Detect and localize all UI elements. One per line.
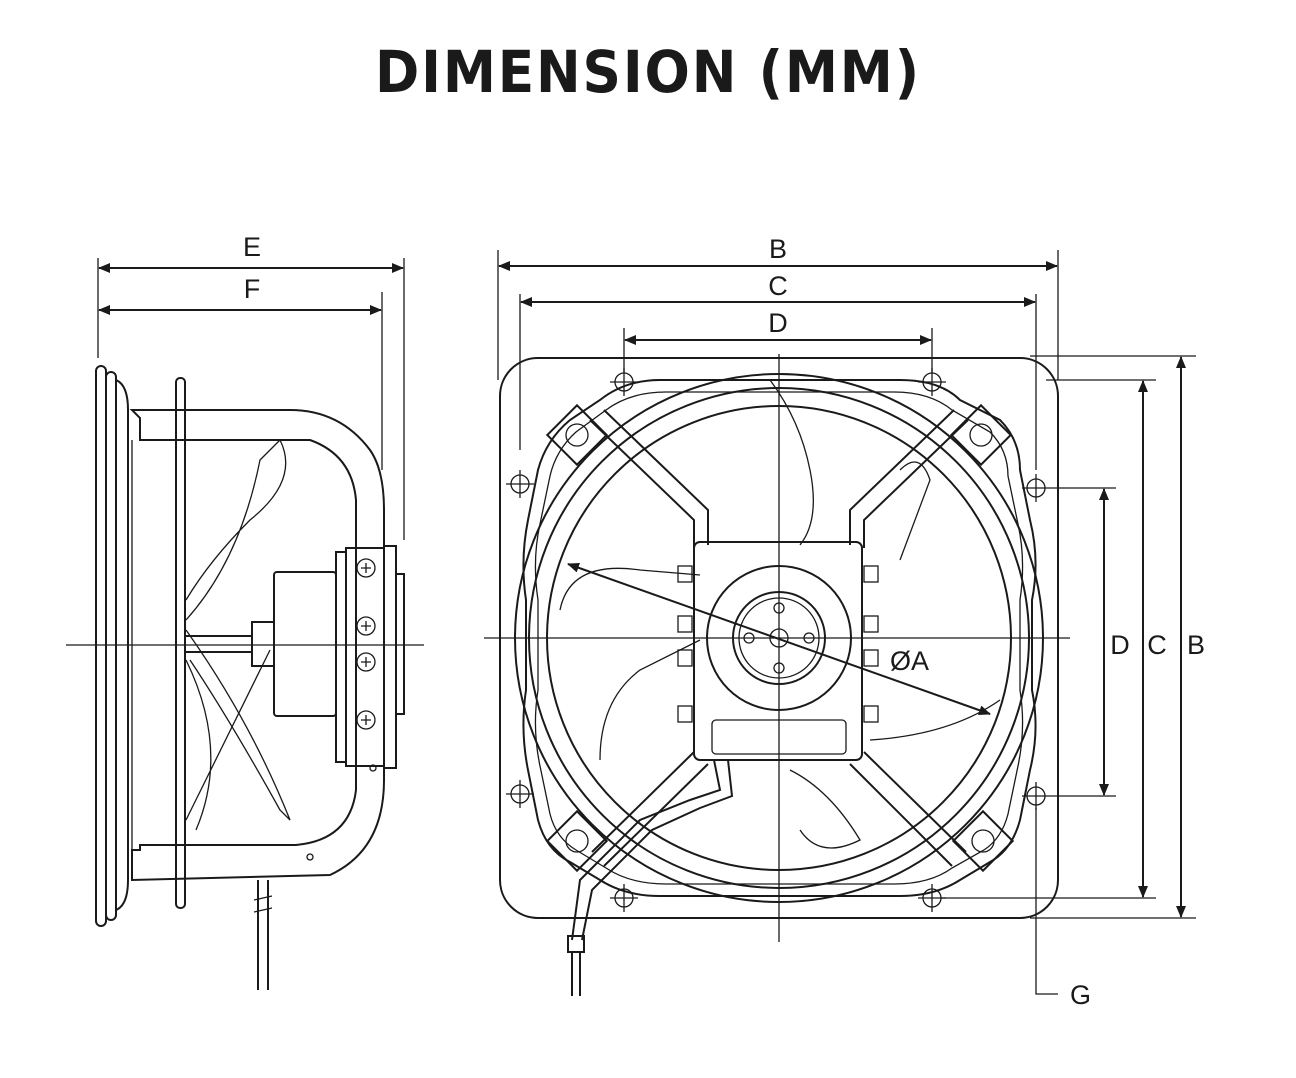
label-d-top: D: [768, 308, 788, 338]
front-view: B C D: [484, 234, 1205, 1010]
page-title: DIMENSION (MM): [375, 38, 921, 106]
label-phi-a: ØA: [890, 646, 929, 676]
label-c-top: C: [768, 271, 788, 301]
g-leader: [1035, 808, 1058, 995]
label-e: E: [243, 232, 261, 262]
label-c-right: C: [1147, 630, 1167, 660]
label-d-right: D: [1110, 630, 1130, 660]
label-b-right: B: [1187, 630, 1205, 660]
label-g: G: [1070, 980, 1091, 1010]
side-view: E F: [66, 232, 424, 990]
corner-brackets: [545, 403, 1015, 873]
dim-line-phi-a: [567, 562, 991, 716]
mounting-holes: [506, 368, 1050, 912]
motor-box: [693, 541, 863, 761]
label-b-top: B: [769, 234, 787, 264]
label-f: F: [244, 274, 261, 304]
